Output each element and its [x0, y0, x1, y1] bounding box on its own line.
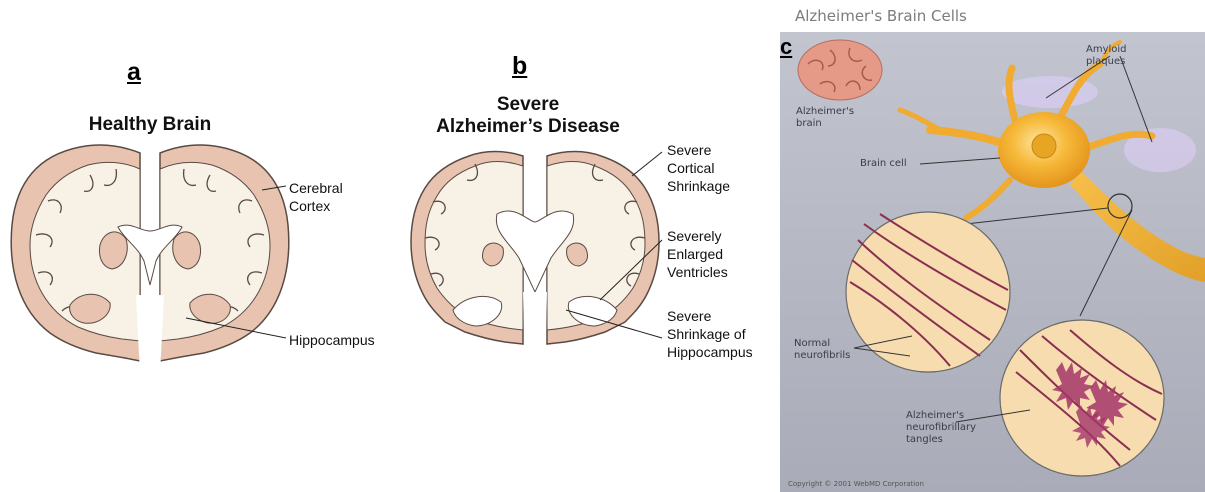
healthy-brain-right-hemisphere — [160, 145, 289, 361]
panel-a-letter: a — [127, 58, 141, 87]
panel-b-title: Severe Alzheimer’s Disease — [408, 94, 648, 138]
healthy-brain-left-hemisphere — [11, 145, 140, 361]
label-neurofibrillary-tangles: Alzheimer's neurofibrillary tangles — [906, 410, 976, 446]
alzheimers-brain-icon — [798, 40, 882, 100]
label-alzheimers-brain: Alzheimer's brain — [796, 106, 854, 130]
label-hippocampus-shrinkage: Severe Shrinkage of Hippocampus — [667, 307, 753, 361]
normal-neurofibrils-circle — [846, 212, 1010, 372]
copyright-text: Copyright © 2001 WebMD Corporation — [788, 478, 924, 490]
healthy-brain-illustration — [0, 135, 300, 395]
alz-brain-brainstem — [523, 292, 547, 372]
label-brain-cell: Brain cell — [860, 158, 907, 170]
alzheimers-brain-illustration — [405, 142, 665, 372]
panel-c-background — [780, 0, 1205, 492]
label-cortical-shrinkage: Severe Cortical Shrinkage — [667, 141, 730, 195]
panel-b-letter: b — [512, 52, 527, 81]
panel-c: Alzheimer's Brain Cells c Amyloid plaque… — [780, 0, 1205, 492]
label-cerebral-cortex: Cerebral Cortex — [289, 179, 343, 215]
neurofibrillary-tangles-circle — [1000, 320, 1164, 476]
panel-c-title: Alzheimer's Brain Cells — [795, 7, 967, 25]
panel-c-letter: c — [780, 34, 792, 60]
healthy-brain-brainstem — [136, 295, 164, 375]
label-normal-neurofibrils: Normal neurofibrils — [794, 338, 850, 362]
label-enlarged-ventricles: Severely Enlarged Ventricles — [667, 227, 728, 281]
panel-a-title: Healthy Brain — [60, 114, 240, 136]
label-amyloid-plaques: Amyloid plaques — [1086, 44, 1127, 68]
label-hippocampus: Hippocampus — [289, 331, 375, 349]
